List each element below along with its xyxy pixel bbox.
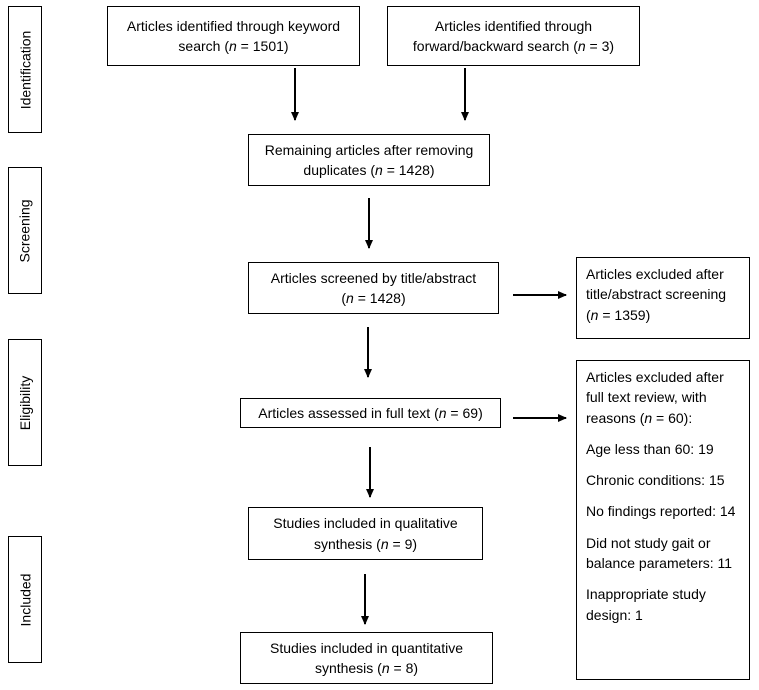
screened-n: n xyxy=(346,290,354,306)
screened-count: = 1428) xyxy=(353,290,406,306)
exclusion-reason: No findings reported: 14 xyxy=(586,503,736,520)
phase-screening: Screening xyxy=(8,167,42,294)
box-forward-backward-search: Articles identified through forward/back… xyxy=(387,6,640,66)
remaining-n: n xyxy=(375,162,383,178)
excluded-screening-line2: title/abstract screening xyxy=(586,286,727,303)
qualitative-line1: Studies included in qualitative xyxy=(273,515,458,532)
keyword-search-count: = 1501) xyxy=(236,38,289,54)
full-text-prefix: Articles assessed in full text ( xyxy=(258,404,439,421)
box-full-text-assessed: Articles assessed in full text (n = 69) xyxy=(240,398,501,428)
quantitative-line1: Studies included in quantitative xyxy=(269,639,464,656)
phase-identification: Identification xyxy=(8,6,42,133)
forward-backward-count: = 3) xyxy=(585,38,615,54)
excluded-screening-line1: Articles excluded after xyxy=(586,266,724,282)
phase-eligibility: Eligibility xyxy=(8,339,42,466)
excluded-full-text-n: n xyxy=(644,409,653,426)
qualitative-count: = 9) xyxy=(388,535,418,552)
exclusion-reason: Did not study gait or balance parameters… xyxy=(586,534,733,572)
excluded-screening-n: n xyxy=(590,306,599,323)
full-text-count: = 69) xyxy=(446,404,483,421)
excluded-full-text-line2: full text review, with xyxy=(586,389,707,406)
excluded-full-text-count: = 60): xyxy=(652,409,693,426)
remaining-count: = 1428) xyxy=(382,162,435,178)
phase-included: Included xyxy=(8,536,42,663)
remaining-line1: Remaining articles after removing xyxy=(264,141,474,158)
full-text-n: n xyxy=(438,404,447,421)
quantitative-n: n xyxy=(381,660,390,676)
keyword-search-n: n xyxy=(229,38,237,54)
screened-line2-prefix: ( xyxy=(341,290,347,306)
quantitative-count: = 8) xyxy=(389,660,419,676)
exclusion-reason: Inappropriate study design: 1 xyxy=(586,586,706,623)
qualitative-line2-prefix: synthesis ( xyxy=(313,535,381,552)
remaining-line2-prefix: duplicates ( xyxy=(303,162,376,178)
screened-line1: Articles screened by title/abstract xyxy=(270,269,477,286)
excluded-screening-count: = 1359) xyxy=(598,306,651,323)
excluded-screening-line3-prefix: ( xyxy=(586,306,591,323)
box-excluded-screening: Articles excluded after title/abstract s… xyxy=(576,257,750,339)
excluded-full-text-line1: Articles excluded after xyxy=(586,369,724,385)
forward-backward-line1: Articles identified through xyxy=(434,17,593,34)
keyword-search-line2-prefix: search ( xyxy=(178,38,229,54)
exclusion-reason: Chronic conditions: 15 xyxy=(586,472,725,489)
box-quantitative-synthesis: Studies included in quantitative synthes… xyxy=(240,632,493,684)
box-qualitative-synthesis: Studies included in qualitative synthesi… xyxy=(248,507,483,560)
excluded-full-text-line3-prefix: reasons ( xyxy=(586,409,645,426)
box-remaining-articles: Remaining articles after removing duplic… xyxy=(248,134,490,186)
keyword-search-line1: Articles identified through keyword xyxy=(126,17,341,34)
qualitative-n: n xyxy=(380,535,389,552)
box-keyword-search: Articles identified through keyword sear… xyxy=(107,6,360,66)
forward-backward-n: n xyxy=(577,38,586,54)
forward-backward-line2-prefix: forward/backward search ( xyxy=(412,38,578,54)
exclusion-reason: Age less than 60: 19 xyxy=(586,440,714,457)
box-screened-articles: Articles screened by title/abstract (n =… xyxy=(248,262,499,314)
box-excluded-full-text: Articles excluded after full text review… xyxy=(576,360,750,680)
quantitative-line2-prefix: synthesis ( xyxy=(314,660,382,676)
